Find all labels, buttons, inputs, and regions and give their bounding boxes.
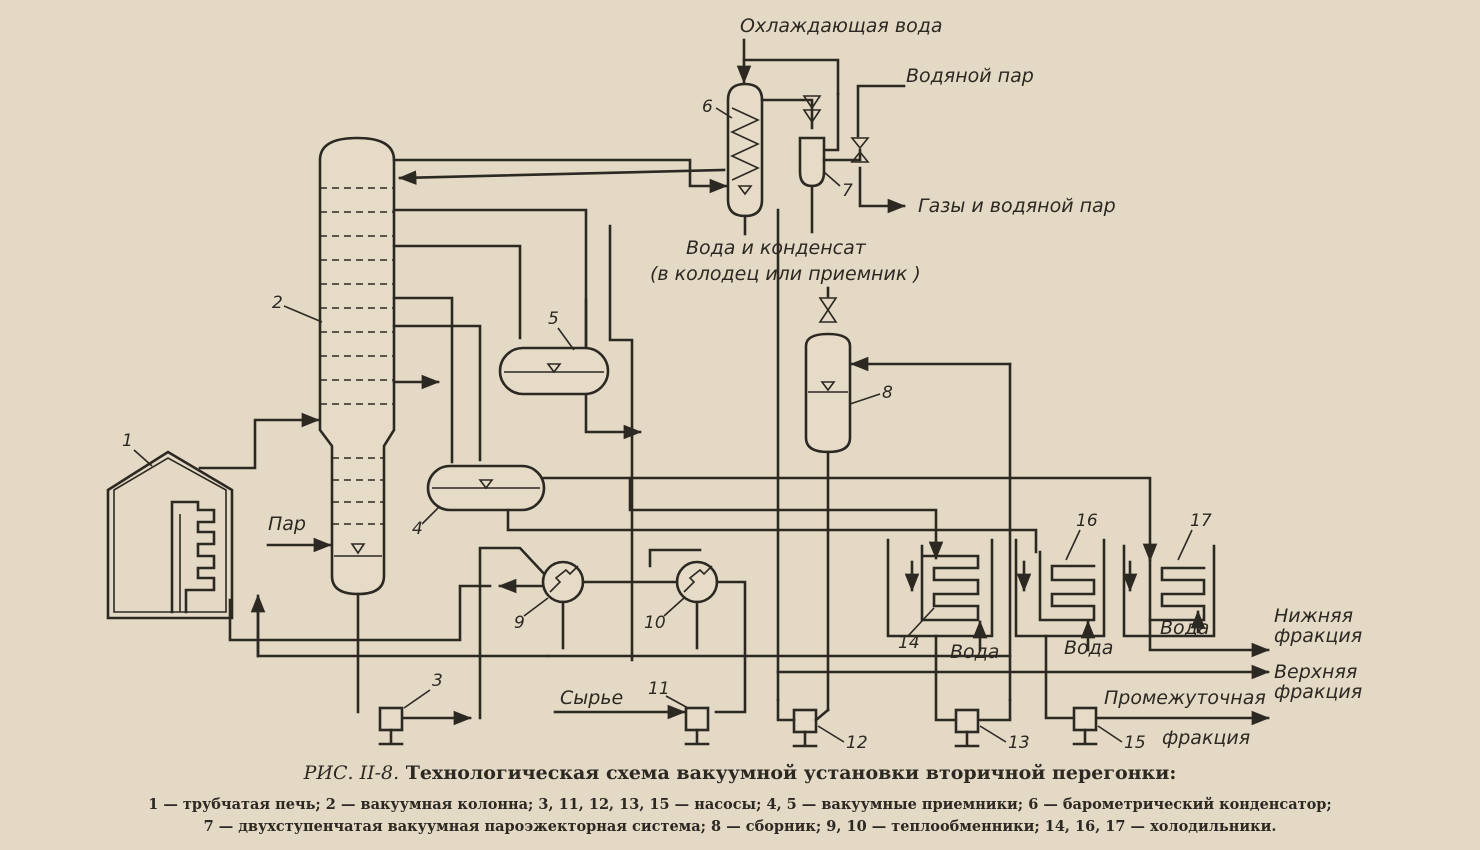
label-10: 10: [644, 613, 666, 633]
bottom-fraction-label-1: Нижняя: [1274, 605, 1353, 627]
gases-steam-label: Газы и водяной пар: [918, 195, 1116, 217]
collector-8: [804, 286, 852, 712]
top-fraction-label-2: фракция: [1274, 681, 1362, 703]
cooler-14: [886, 538, 994, 652]
heat-exchanger-10: [675, 560, 719, 650]
steam-input-label: Пар: [268, 513, 306, 535]
label-15: 15: [1124, 733, 1146, 753]
label-6: 6: [702, 97, 713, 117]
label-14: 14: [898, 633, 920, 653]
vacuum-column: [318, 136, 396, 596]
label-9: 9: [514, 613, 525, 633]
bottom-fraction-label-2: фракция: [1274, 625, 1362, 647]
label-7: 7: [842, 181, 853, 201]
label-13: 13: [1008, 733, 1030, 753]
well-receiver-label: (в колодец или приемник ): [650, 263, 921, 285]
steam-label: Водяной пар: [906, 65, 1034, 87]
middle-fraction-label-2: фракция: [1162, 727, 1250, 749]
barometric-condenser: [726, 82, 764, 218]
pump-11: [684, 706, 710, 746]
water-label-17: Вода: [1160, 617, 1209, 639]
water-condensate-label: Вода и конденсат: [686, 237, 867, 259]
label-17: 17: [1190, 511, 1212, 531]
water-label-16: Вода: [1064, 637, 1113, 659]
water-label-14: Вода: [950, 641, 999, 663]
pump-12: [792, 708, 818, 748]
label-3: 3: [432, 671, 443, 691]
top-fraction-label-1: Верхняя: [1274, 661, 1357, 683]
heat-exchanger-9: [541, 560, 585, 650]
tube-furnace: [106, 450, 234, 620]
label-8: 8: [882, 383, 893, 403]
label-5: 5: [548, 309, 559, 329]
legend-line-2: 7 — двухступенчатая вакуумная пароэжекто…: [203, 818, 1277, 835]
middle-fraction-label-1: Промежуточная: [1104, 687, 1266, 709]
label-11: 11: [648, 679, 670, 699]
label-4: 4: [412, 519, 423, 539]
label-16: 16: [1076, 511, 1098, 531]
label-1: 1: [122, 431, 133, 451]
cooler-16: [1014, 538, 1106, 652]
figure-number: РИС. II-8.: [303, 762, 400, 784]
raw-material-label: Сырье: [560, 687, 623, 709]
process-flow-diagram: Охлаждающая вода Водяной пар Газы и водя…: [106, 15, 1362, 753]
cooler-17: [1122, 544, 1216, 638]
pump-13: [954, 708, 980, 748]
pump-3: [378, 706, 404, 746]
label-2: 2: [272, 293, 283, 313]
vacuum-receiver-5: [498, 346, 610, 396]
cooling-water-label: Охлаждающая вода: [740, 15, 943, 37]
pump-15: [1072, 706, 1098, 746]
steam-ejector-system: [760, 84, 906, 234]
figure-title: Технологическая схема вакуумной установк…: [405, 762, 1177, 784]
vacuum-receiver-4: [426, 464, 546, 512]
label-12: 12: [846, 733, 868, 753]
figure-caption: РИС. II-8. Технологическая схема вакуумн…: [0, 762, 1480, 784]
legend-line-1: 1 — трубчатая печь; 2 — вакуумная колонн…: [148, 796, 1332, 813]
